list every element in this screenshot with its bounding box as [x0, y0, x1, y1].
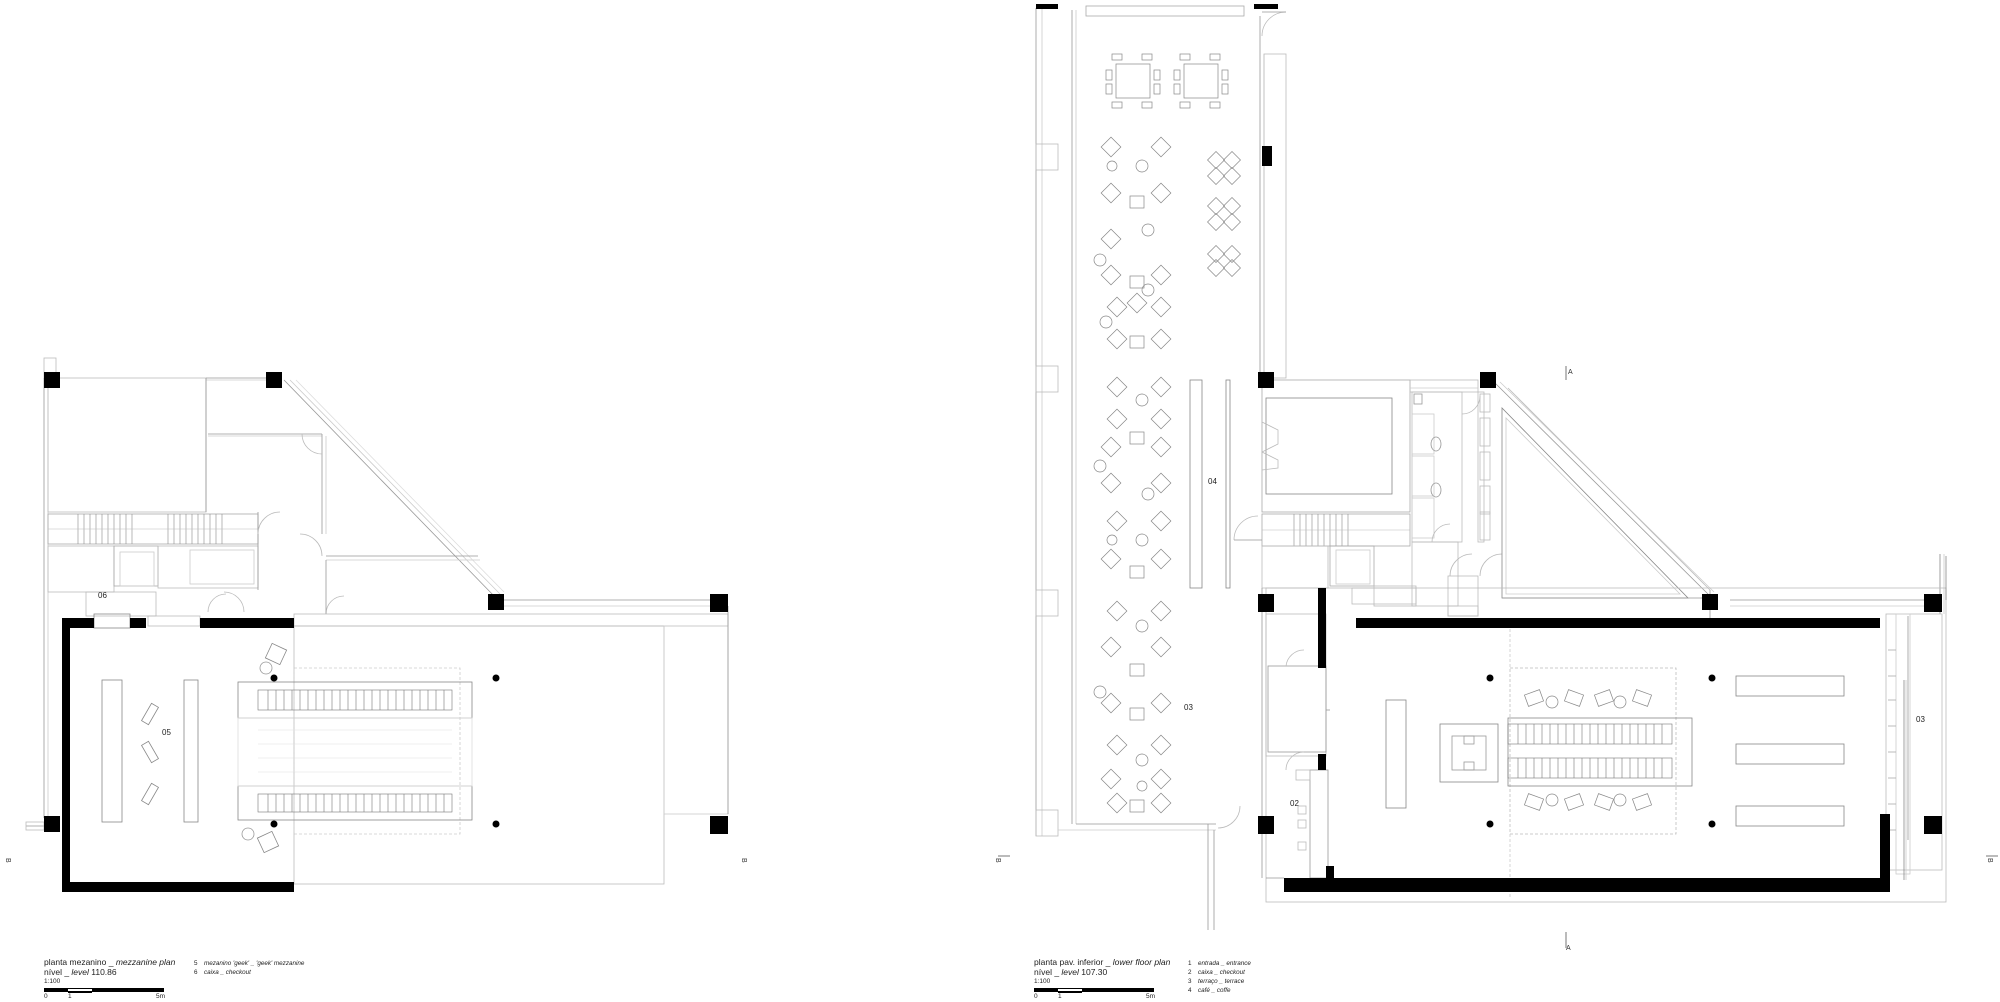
- lower-scale-tick-5m: 5m: [1146, 993, 1156, 1000]
- wing-seating: [1093, 136, 1241, 814]
- room-label-05: 05: [162, 728, 171, 737]
- section-mark-b-right: B: [740, 858, 747, 863]
- mezzanine-scale-tick-0: 0: [44, 993, 48, 1000]
- section-mark-b-lower-left: B: [994, 858, 1001, 863]
- lower-floor-plan: [998, 5, 1998, 948]
- lower-plan-scale: 1:100: [1034, 977, 1051, 985]
- mezzanine-scale-bar: [44, 988, 164, 993]
- mezzanine-scale-tick-1: 1: [68, 993, 72, 1000]
- mezzanine-plan-caption: planta mezanino _ mezzanine plan nível _…: [44, 957, 176, 985]
- lower-escalator-top: [1507, 723, 1673, 745]
- lower-plan-caption: planta pav. inferior _ lower floor plan …: [1034, 957, 1171, 985]
- lower-scale-tick-0: 0: [1034, 993, 1038, 1000]
- mezzanine-stair-left: [48, 514, 258, 544]
- lower-escalator-bottom: [1507, 757, 1673, 779]
- room-label-04: 04: [1208, 477, 1217, 486]
- room-label-03-hall: 03: [1916, 715, 1925, 724]
- section-mark-a-top: A: [1568, 369, 1573, 376]
- lower-structure: [1036, 4, 1942, 892]
- wing-tables-top: [1105, 53, 1229, 109]
- mezzanine-scale-tick-5m: 5m: [156, 993, 166, 1000]
- mezzanine-plan: [25, 357, 729, 885]
- mezzanine-escalator-bottom: [257, 793, 453, 813]
- room-label-02: 02: [1290, 799, 1299, 808]
- mezzanine-escalator-top: [257, 689, 453, 711]
- mezzanine-plan-level: nível _ level 110.86: [44, 966, 117, 977]
- section-mark-b-left: B: [4, 858, 11, 863]
- lower-plan-level: nível _ level 107.30: [1034, 966, 1108, 977]
- room-label-06: 06: [98, 591, 107, 600]
- lower-scale-bar: [1034, 988, 1154, 993]
- section-mark-a-bottom: A: [1566, 945, 1571, 952]
- section-mark-b-lower-right: B: [1986, 858, 1993, 863]
- lower-scale-tick-1: 1: [1058, 993, 1062, 1000]
- room-label-03-wing: 03: [1184, 703, 1193, 712]
- lower-plan-title: planta pav. inferior _ lower floor plan: [1034, 957, 1171, 967]
- mezzanine-plan-title: planta mezanino _ mezzanine plan: [44, 957, 176, 967]
- mezzanine-plan-scale: 1:100: [44, 977, 61, 985]
- mezzanine-structure: [44, 372, 728, 892]
